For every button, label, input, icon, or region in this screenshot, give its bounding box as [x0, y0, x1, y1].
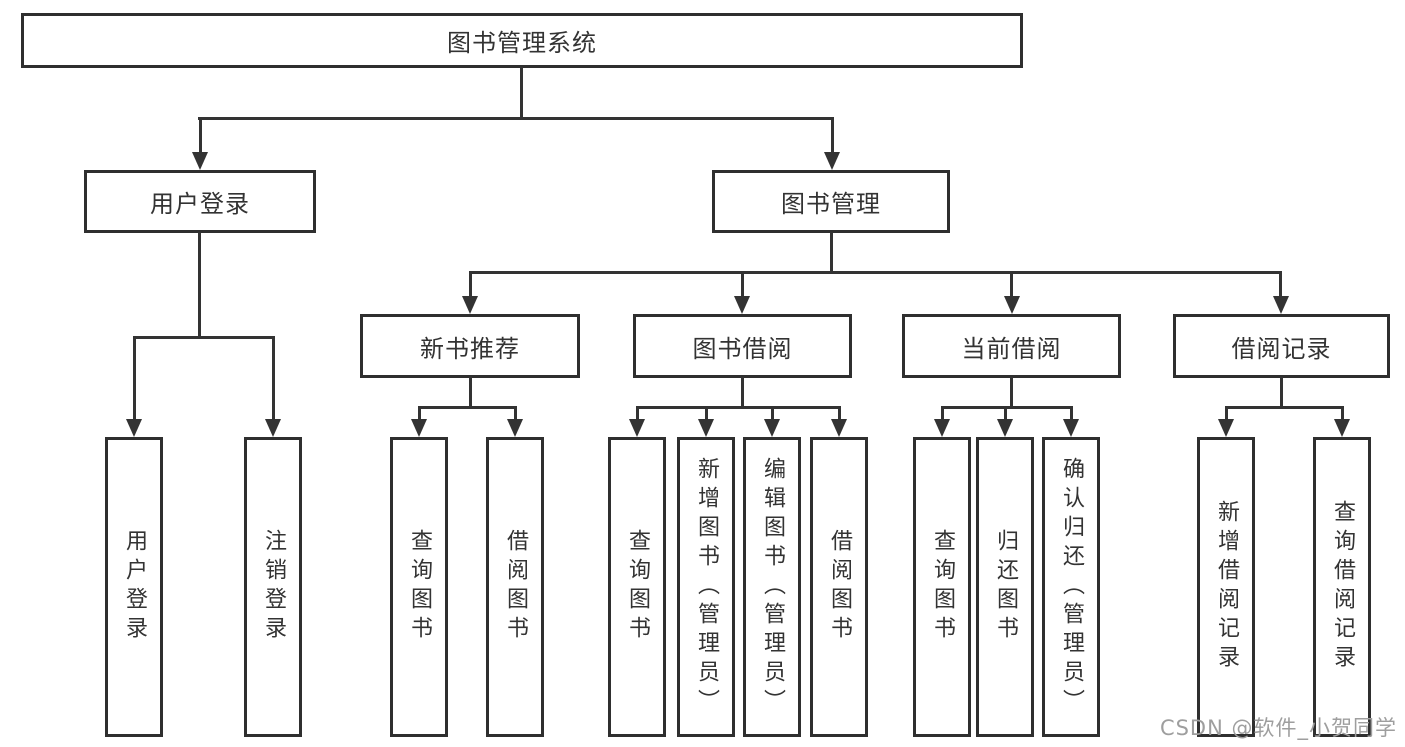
leaf-records-add-record: 新增借阅记录 — [1197, 437, 1255, 737]
connector-vline — [771, 406, 774, 422]
connector-vline — [1010, 377, 1013, 409]
leaf-label: 确认归还（管理员） — [1059, 456, 1084, 718]
node-label: 借阅记录 — [1231, 334, 1332, 363]
arrow-down-icon — [764, 419, 780, 437]
leaf-current-query-books: 查询图书 — [913, 437, 971, 737]
connector-vline — [741, 377, 744, 409]
leaf-borrow-query-books: 查询图书 — [608, 437, 666, 737]
leaf-records-query-record: 查询借阅记录 — [1313, 437, 1371, 737]
arrow-down-icon — [698, 419, 714, 437]
connector-vline — [838, 406, 841, 422]
leaf-label: 查询借阅记录 — [1330, 500, 1355, 674]
node-new-book-recommend: 新书推荐 — [360, 314, 580, 378]
connector-vline — [1280, 377, 1283, 409]
connector-hline — [941, 406, 1073, 409]
connector-hline — [1225, 406, 1344, 409]
connector-vline — [1010, 271, 1013, 298]
leaf-logout: 注销登录 — [244, 437, 302, 737]
arrow-down-icon — [734, 296, 750, 314]
arrow-down-icon — [629, 419, 645, 437]
arrow-down-icon — [1218, 419, 1234, 437]
arrow-down-icon — [507, 419, 523, 437]
connector-vline — [133, 336, 136, 421]
leaf-borrow-add-books-admin: 新增图书（管理员） — [677, 437, 735, 737]
connector-hline — [198, 117, 834, 120]
connector-hline — [418, 406, 517, 409]
node-book-borrow: 图书借阅 — [633, 314, 852, 378]
node-current-borrow: 当前借阅 — [902, 314, 1121, 378]
arrow-down-icon — [411, 419, 427, 437]
node-label: 图书管理系统 — [447, 29, 597, 57]
node-label: 图书管理 — [781, 190, 881, 218]
leaf-label: 归还图书 — [993, 529, 1018, 645]
leaf-recommend-query-books: 查询图书 — [390, 437, 448, 737]
arrow-down-icon — [997, 419, 1013, 437]
node-label: 当前借阅 — [961, 334, 1062, 363]
arrow-down-icon — [1273, 296, 1289, 314]
connector-hline — [636, 406, 841, 409]
connector-vline — [941, 406, 944, 422]
connector-vline — [469, 271, 472, 298]
node-user-login: 用户登录 — [84, 170, 316, 233]
watermark: CSDN @软件_小贺同学 — [1159, 716, 1397, 740]
leaf-label: 新增借阅记录 — [1214, 500, 1239, 674]
leaf-borrow-borrow-books: 借阅图书 — [810, 437, 868, 737]
arrow-down-icon — [1334, 419, 1350, 437]
connector-vline — [469, 377, 472, 409]
node-label: 新书推荐 — [420, 334, 520, 363]
connector-vline — [636, 406, 639, 422]
connector-hline — [133, 336, 275, 339]
node-label: 用户登录 — [150, 190, 250, 218]
leaf-current-return-books: 归还图书 — [976, 437, 1034, 737]
leaf-label: 用户登录 — [122, 529, 147, 645]
arrow-down-icon — [265, 419, 281, 437]
arrow-down-icon — [1063, 419, 1079, 437]
connector-vline — [1225, 406, 1228, 422]
connector-vline — [1004, 406, 1007, 422]
connector-hline — [469, 271, 1282, 274]
connector-vline — [514, 406, 517, 422]
connector-vline — [520, 67, 523, 119]
arrow-down-icon — [192, 152, 208, 170]
arrow-down-icon — [831, 419, 847, 437]
node-library-system: 图书管理系统 — [21, 13, 1023, 68]
connector-vline — [199, 117, 202, 154]
connector-vline — [1341, 406, 1344, 422]
leaf-label: 新增图书（管理员） — [694, 456, 719, 718]
node-book-management: 图书管理 — [712, 170, 950, 233]
node-label: 图书借阅 — [692, 334, 793, 363]
leaf-label: 借阅图书 — [827, 529, 852, 645]
connector-vline — [1279, 271, 1282, 298]
leaf-user-login: 用户登录 — [105, 437, 163, 737]
connector-vline — [830, 232, 833, 274]
connector-vline — [198, 232, 201, 339]
connector-vline — [705, 406, 708, 422]
connector-vline — [418, 406, 421, 422]
leaf-label: 注销登录 — [261, 529, 286, 645]
node-borrow-records: 借阅记录 — [1173, 314, 1390, 378]
connector-vline — [831, 117, 834, 154]
leaf-label: 查询图书 — [625, 529, 650, 645]
arrow-down-icon — [462, 296, 478, 314]
connector-vline — [272, 336, 275, 421]
leaf-current-confirm-return-admin: 确认归还（管理员） — [1042, 437, 1100, 737]
leaf-label: 查询图书 — [930, 529, 955, 645]
leaf-label: 编辑图书（管理员） — [760, 456, 785, 718]
arrow-down-icon — [934, 419, 950, 437]
leaf-borrow-edit-books-admin: 编辑图书（管理员） — [743, 437, 801, 737]
arrow-down-icon — [824, 152, 840, 170]
connector-vline — [1070, 406, 1073, 422]
leaf-label: 借阅图书 — [503, 529, 528, 645]
connector-vline — [741, 271, 744, 298]
leaf-label: 查询图书 — [407, 529, 432, 645]
arrow-down-icon — [1004, 296, 1020, 314]
leaf-recommend-borrow-books: 借阅图书 — [486, 437, 544, 737]
arrow-down-icon — [126, 419, 142, 437]
